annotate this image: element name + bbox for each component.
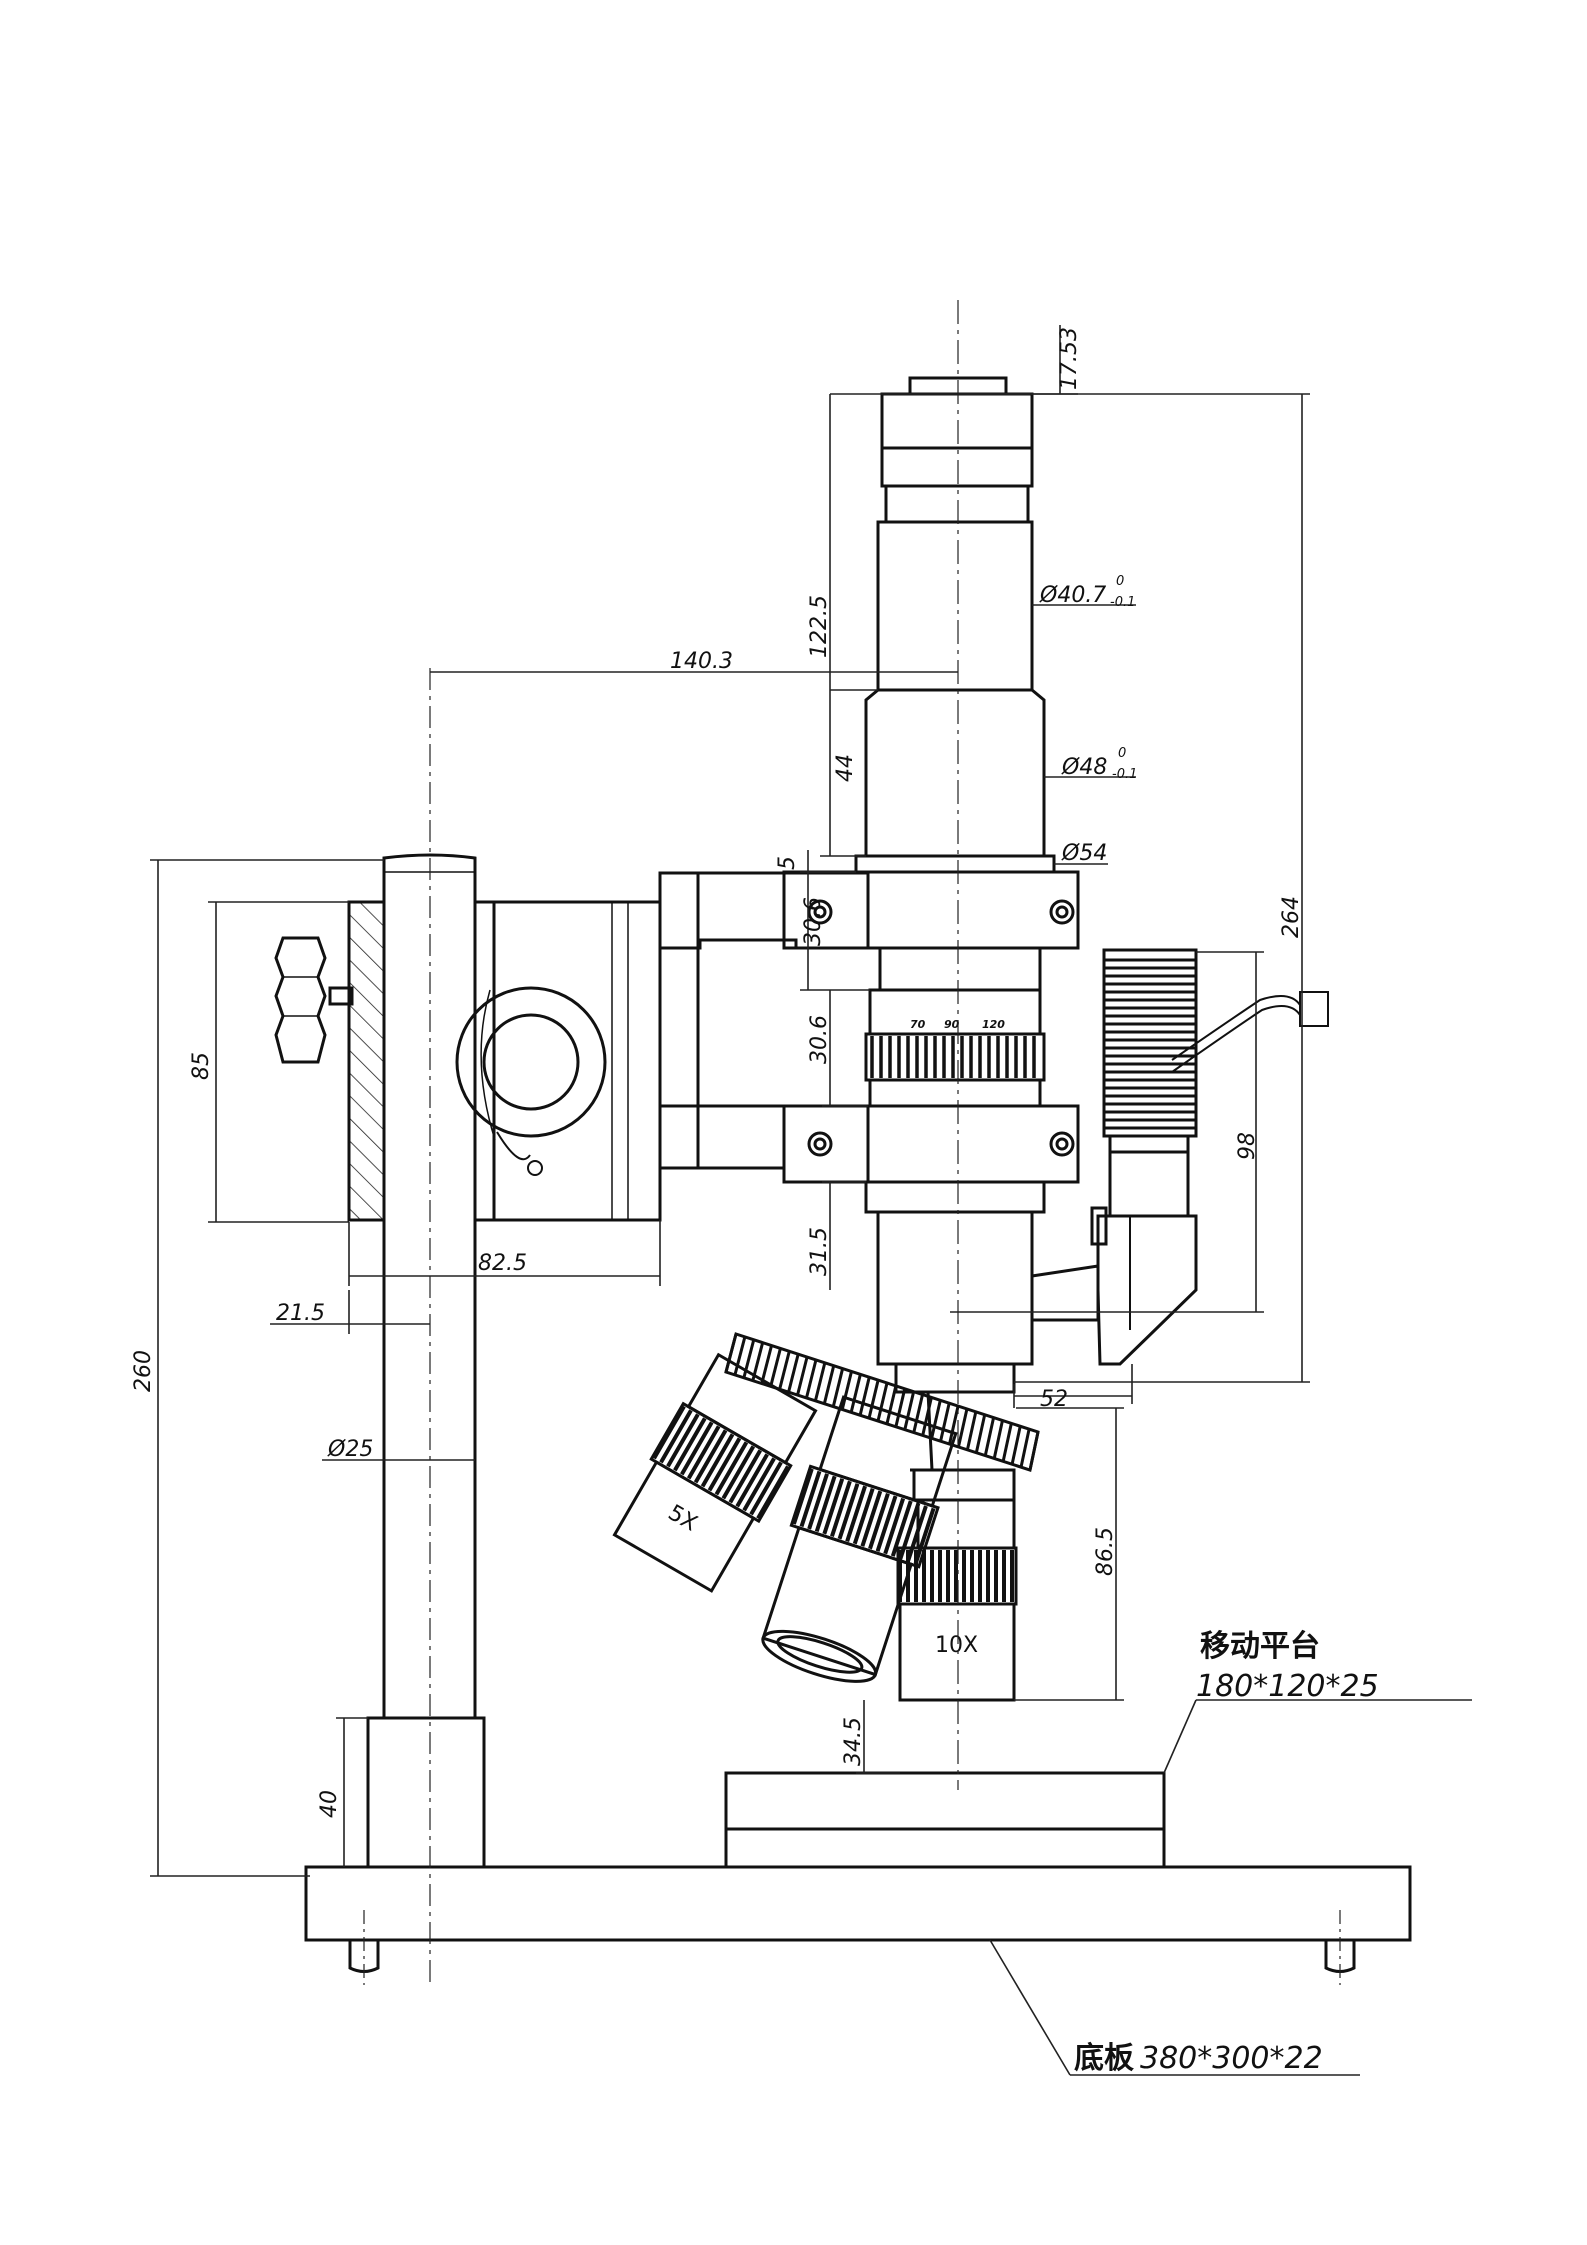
dim-21-5: 21.5 [276, 1301, 325, 1326]
dim-98: 98 [1235, 1132, 1260, 1160]
focus-scale: 70 90 120 [910, 1018, 1005, 1031]
column-post [366, 853, 486, 1869]
dim-upper-diameter: Ø48 [1061, 755, 1107, 780]
scale-mark-90: 90 [944, 1018, 960, 1031]
light-fins [1102, 948, 1198, 1138]
stage-size: 180*120*25 [1196, 1669, 1379, 1704]
dim-column-diameter: Ø25 [327, 1437, 373, 1462]
light-cable [1171, 991, 1329, 1073]
dim-31-5: 31.5 [807, 1227, 832, 1276]
stage-name: 移动平台 [1200, 1629, 1320, 1664]
upper-tube [876, 520, 1034, 692]
dim-52: 52 [1040, 1387, 1068, 1412]
dim-upper-tol-upper: 0 [1118, 746, 1126, 761]
dim-140-3: 140.3 [670, 649, 733, 674]
lower-body [864, 1104, 1080, 1394]
dim-82-5: 82.5 [478, 1251, 527, 1276]
dim-30-6-clamp: 30.6 [801, 897, 826, 946]
base-size: 380*300*22 [1140, 2041, 1323, 2076]
turret-knurl [724, 1333, 1040, 1471]
dim-260: 260 [131, 1350, 156, 1392]
dim-collar-diameter: Ø54 [1061, 841, 1107, 866]
stage-label: 移动平台 180*120*25 [1196, 1629, 1379, 1704]
objective-5x-label: 5X [664, 1500, 702, 1536]
dim-122-5: 122.5 [807, 595, 832, 658]
moving-stage [724, 1771, 1166, 1869]
dim-5: 5 [775, 856, 800, 870]
dim-34-5: 34.5 [841, 1717, 866, 1766]
objective-front-knurl [791, 1468, 936, 1565]
camera-adapter [880, 376, 1034, 524]
dim-tube-diameter: Ø40.7 [1039, 583, 1106, 608]
focus-bracket [347, 871, 700, 1222]
dim-40: 40 [317, 1790, 342, 1818]
light-fin-lines [1104, 958, 1196, 1130]
base-plate [304, 1865, 1412, 1973]
objective-front[interactable] [750, 1394, 961, 1694]
dim-30-6-focus: 30.6 [807, 1015, 832, 1064]
dimension-texts: 17.53 122.5 140.3 Ø40.7 0 -0.1 44 Ø48 0 … [131, 327, 1304, 1818]
light-housing [1031, 1134, 1198, 1366]
dim-tube-tol-upper: 0 [1116, 574, 1124, 589]
base-label: 底板 380*300*22 [1074, 2041, 1323, 2076]
base-name: 底板 [1074, 2041, 1134, 2076]
dim-85: 85 [189, 1052, 214, 1080]
dim-86-5: 86.5 [1093, 1527, 1118, 1576]
dim-17-53: 17.53 [1057, 327, 1082, 390]
mid-tube [854, 688, 1056, 874]
dimension-lines [150, 325, 1472, 2076]
dim-44: 44 [833, 754, 858, 782]
objective-10x-label: 10X [935, 1633, 978, 1658]
scale-mark-120: 120 [982, 1018, 1005, 1031]
scale-mark-70: 70 [910, 1018, 926, 1031]
dim-264: 264 [1279, 896, 1304, 938]
objective-10x[interactable] [896, 1468, 1018, 1702]
dim-upper-tol-lower: -0.1 [1112, 767, 1137, 782]
dim-tube-tol-lower: -0.1 [1110, 595, 1135, 610]
objective-5x-knurl [652, 1405, 790, 1520]
clamp-body [866, 870, 1080, 992]
focus-knob-icon[interactable] [274, 936, 354, 1064]
zoom-knurl [870, 1036, 1036, 1078]
